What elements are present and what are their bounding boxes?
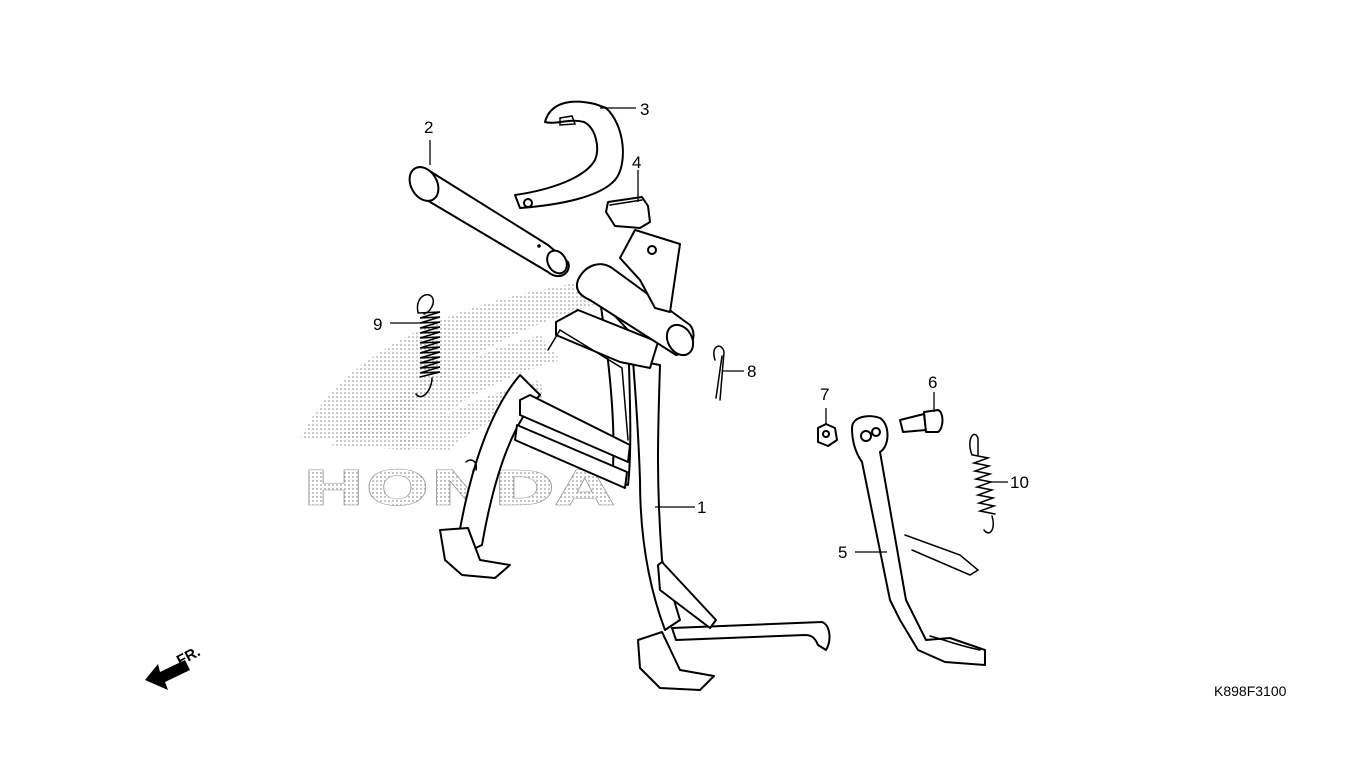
cotter-pin (713, 345, 725, 401)
part-label-6: 6 (928, 373, 937, 392)
honda-watermark-text: HONDA (302, 461, 614, 517)
part-label-5: 5 (838, 543, 847, 562)
rubber-stop (605, 196, 651, 229)
stopper-plate (514, 100, 624, 209)
side-stand-spring (969, 433, 997, 534)
part-label-7: 7 (820, 385, 829, 404)
main-stand (439, 229, 831, 691)
front-direction-arrow-icon: FR. (145, 643, 203, 690)
side-stand-bolt (899, 409, 944, 433)
main-stand-spring (415, 293, 441, 398)
part-label-4: 4 (632, 153, 641, 172)
part-label-8: 8 (747, 362, 756, 381)
part-label-1: 1 (697, 498, 706, 517)
side-stand-nut (817, 423, 838, 447)
part-label-3: 3 (640, 100, 649, 119)
side-stand (851, 415, 986, 666)
part-label-2: 2 (424, 118, 433, 137)
leader-lines (390, 107, 1008, 553)
diagram-code: K898F3100 (1214, 683, 1287, 699)
part-label-9: 9 (373, 315, 382, 334)
pivot-shaft (408, 166, 570, 278)
part-label-10: 10 (1010, 473, 1029, 492)
